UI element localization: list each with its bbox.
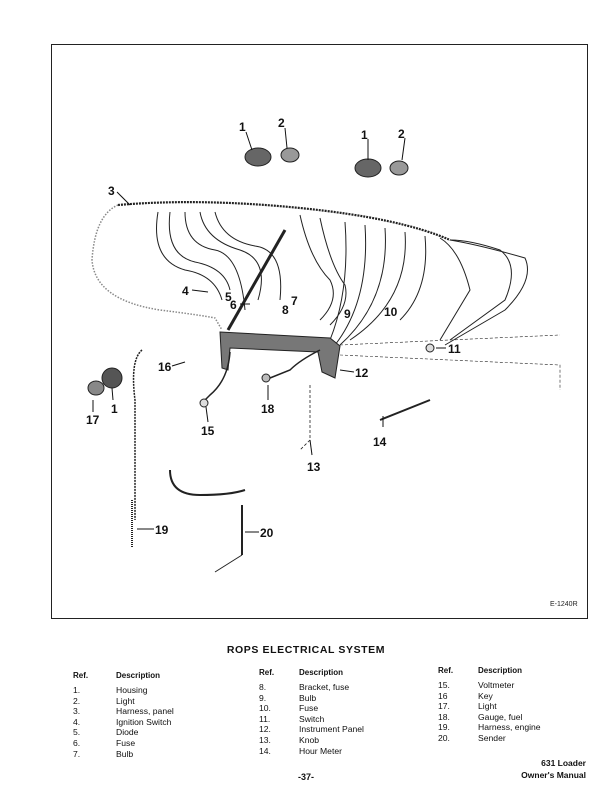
callout-15: 15 [201,424,215,438]
part-row: 19.Harness, engine [438,722,541,733]
column-header: Ref. Description [259,668,364,682]
part-row: 1.Housing [73,685,148,695]
description-header: Description [299,668,344,677]
callout-2: 2 [398,127,405,141]
manual-name: Owner's Manual [521,770,586,780]
parts-column-2: Ref. Description 8.Bracket, fuse 9.Bulb 1… [259,668,364,756]
callout-8: 8 [282,303,289,317]
callout-1: 1 [239,120,246,134]
model-name: 631 Loader [541,758,586,768]
part-row: 17.Light [438,701,497,712]
callout-6: 6 [230,298,237,312]
column-header: Ref. Description [73,671,174,685]
description-header: Description [478,666,523,675]
callout-12: 12 [355,366,369,380]
ref-header: Ref. [73,671,89,680]
callout-14: 14 [373,435,387,449]
callout-9: 9 [344,307,351,321]
callout-10: 10 [384,305,398,319]
callout-3: 3 [108,184,115,198]
part-row: 9.Bulb [259,692,317,703]
callout-17: 17 [86,413,100,427]
callout-4: 4 [182,284,189,298]
callout-leaders [92,127,446,533]
callout-20: 20 [260,526,274,540]
figure-id: E-1240R [550,601,578,608]
figure-frame [51,44,588,619]
page-number: -37- [297,772,314,782]
part-row: 3.Harness, panel [73,706,174,717]
part-row: 6.Fuse [73,737,136,748]
harness-drawing [87,147,561,573]
part-row: 13.Knob [259,734,320,745]
part-row: 5.Diode [73,727,139,738]
page-title: ROPS ELECTRICAL SYSTEM [226,644,386,656]
ref-header: Ref. [259,668,275,677]
callout-19: 19 [155,523,169,537]
description-header: Description [116,671,161,680]
callout-18: 18 [261,402,275,416]
part-row: 14.Hour Meter [259,745,342,756]
part-row: 20.Sender [438,732,506,743]
part-row: 4.Ignition Switch [73,716,172,727]
part-row: 12.Instrument Panel [259,724,364,735]
part-row: 7.Bulb [73,748,134,759]
callout-5: 5 [225,290,232,304]
column-header: Ref. Description [438,666,541,680]
part-row: 2.Light [73,695,135,706]
callout-16: 16 [158,360,172,374]
part-row: 10.Fuse [259,703,319,714]
ref-header: Ref. [438,666,454,675]
callout-2: 2 [278,116,285,130]
callout-7: 7 [291,294,298,308]
part-row: 8.Bracket, fuse [259,682,350,692]
callout-labels: 1 2 1 2 3 4 5 6 7 8 9 10 11 12 13 14 15 … [86,116,578,608]
manual-title: 631 Loader Owner's Manual [521,757,586,781]
part-row: 11.Switch [259,713,325,724]
part-row: 15.Voltmeter [438,680,515,690]
callout-1: 1 [111,402,118,416]
parts-column-1: Ref. Description 1.Housing 2.Light 3.Harn… [73,671,174,759]
callout-1: 1 [361,128,368,142]
callout-11: 11 [448,342,461,356]
part-row: 18.Gauge, fuel [438,711,523,722]
callout-13: 13 [307,460,321,474]
